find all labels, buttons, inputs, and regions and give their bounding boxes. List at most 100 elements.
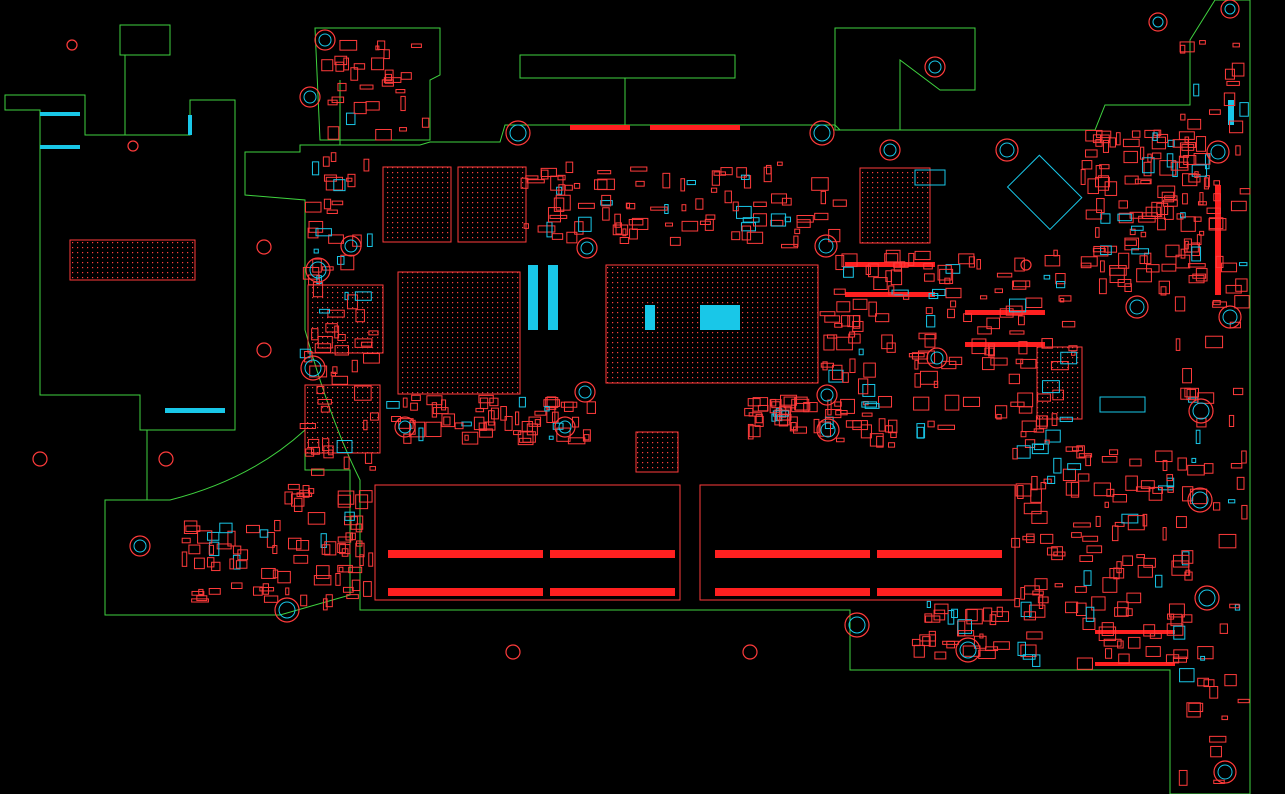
component [1080,169,1086,185]
component [320,405,330,413]
mounting-hole-pad [1217,764,1233,780]
component [919,370,938,385]
component [927,420,935,428]
component [1114,607,1129,617]
component [1015,483,1032,497]
component [1197,201,1207,206]
component [375,128,392,141]
component [1118,252,1130,269]
component [928,293,939,300]
component [1020,601,1032,618]
component [950,300,957,308]
component [504,415,513,431]
component [1144,252,1152,265]
component [1205,175,1210,188]
component [770,213,787,227]
component [582,429,591,442]
component [259,586,275,592]
component [353,63,366,70]
component [354,338,373,348]
chip-small [635,431,679,473]
component [513,430,522,436]
component [988,345,995,356]
component [363,353,380,364]
component [1005,305,1023,316]
component [1109,137,1116,148]
component [1225,284,1242,294]
component [1046,547,1058,556]
component [779,394,798,406]
mounting-hole [1218,305,1242,329]
component [384,69,394,84]
component [411,394,421,402]
component [1209,735,1227,743]
component [227,530,236,547]
component [583,434,590,441]
component [885,249,901,263]
component [330,152,337,162]
component [350,532,356,541]
component [346,294,358,310]
component [1129,458,1142,467]
component [776,161,783,166]
component [461,421,472,427]
component [1043,274,1051,280]
component [794,228,801,235]
component [1009,298,1027,313]
component [345,532,354,541]
component [1177,457,1187,471]
component [1025,297,1043,309]
component [322,598,328,611]
component [1157,185,1176,199]
component [355,494,369,510]
component [858,348,864,356]
component [979,295,988,300]
component [363,158,370,172]
mounting-hole [300,355,326,381]
component [565,161,574,174]
component [325,323,338,333]
component [400,72,412,80]
component [1179,41,1195,53]
component [1071,532,1082,538]
component [888,285,895,296]
component [557,174,566,181]
component [323,198,332,210]
component [1095,227,1100,238]
component [321,266,334,271]
component [353,101,367,115]
component [564,184,573,191]
component [891,289,909,296]
component [277,570,291,584]
component [1121,513,1139,524]
component [857,378,869,395]
component [1034,578,1048,591]
component [626,202,636,210]
component [754,415,764,427]
component [1175,516,1187,528]
component [1221,262,1238,273]
component [578,216,592,232]
component [327,126,340,140]
component [1167,139,1175,147]
component [287,483,300,490]
component [1031,443,1049,455]
component [325,594,333,608]
component [1173,649,1189,659]
component [913,396,930,411]
component [820,190,827,205]
component [1041,338,1053,349]
component [711,170,720,186]
mounting-hole [394,416,416,438]
component [402,397,408,408]
component [231,582,243,590]
mounting-hole [274,597,300,623]
component [1018,315,1025,326]
component [1142,212,1158,220]
component [1224,68,1235,80]
mounting-hole [995,138,1019,162]
component [1031,475,1038,491]
component [1055,273,1066,285]
component [543,399,561,407]
